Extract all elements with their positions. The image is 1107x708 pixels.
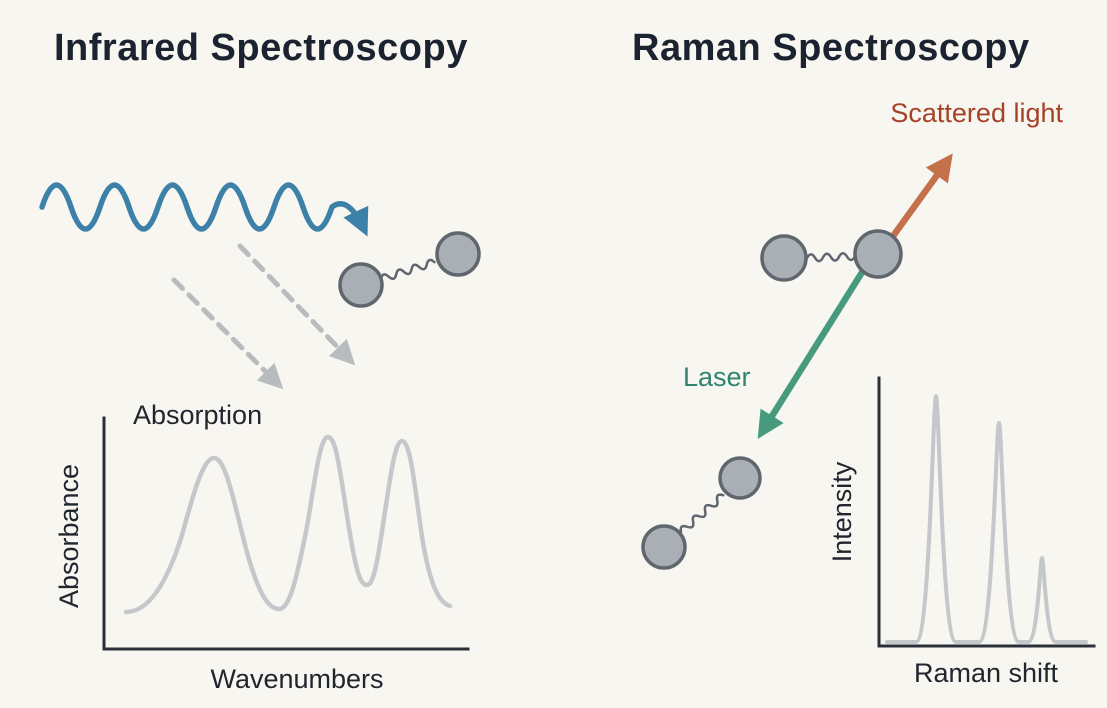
raman-title: Raman Spectroscopy	[632, 27, 1030, 69]
ir-incident-wave-arrow	[39, 182, 369, 237]
ir-dashed-arrow-left	[171, 277, 284, 390]
atom-circle	[435, 231, 481, 277]
raman-graph-axes	[877, 376, 1096, 648]
bond-spring	[805, 252, 857, 263]
raman-molecule-lower	[641, 456, 762, 570]
laser-label: Laser	[683, 362, 751, 392]
raman-molecule-upper	[760, 229, 903, 282]
raman-spectrum-curve	[885, 394, 1088, 644]
atom-circle	[853, 229, 903, 279]
atom-circle	[338, 262, 384, 308]
wavenumbers-axis-label: Wavenumbers	[210, 664, 383, 694]
ir-molecule	[338, 231, 481, 308]
laser-arrow	[757, 246, 880, 439]
bond-spring	[379, 258, 436, 281]
ir-dashed-arrow-right	[237, 243, 356, 366]
ir-graph-axes	[102, 416, 470, 651]
ir-title: Infrared Spectroscopy	[54, 27, 468, 69]
atom-circle	[641, 524, 687, 570]
atom-circle	[718, 456, 762, 500]
ir-spectrum-curve	[123, 434, 453, 615]
intensity-axis-label: Intensity	[827, 461, 857, 562]
raman-shift-axis-label: Raman shift	[914, 658, 1059, 688]
absorption-label: Absorption	[133, 400, 262, 430]
scattered-light-label: Scattered light	[890, 98, 1063, 128]
absorbance-axis-label: Absorbance	[54, 464, 84, 608]
bond-spring	[679, 493, 725, 534]
atom-circle	[760, 234, 808, 282]
